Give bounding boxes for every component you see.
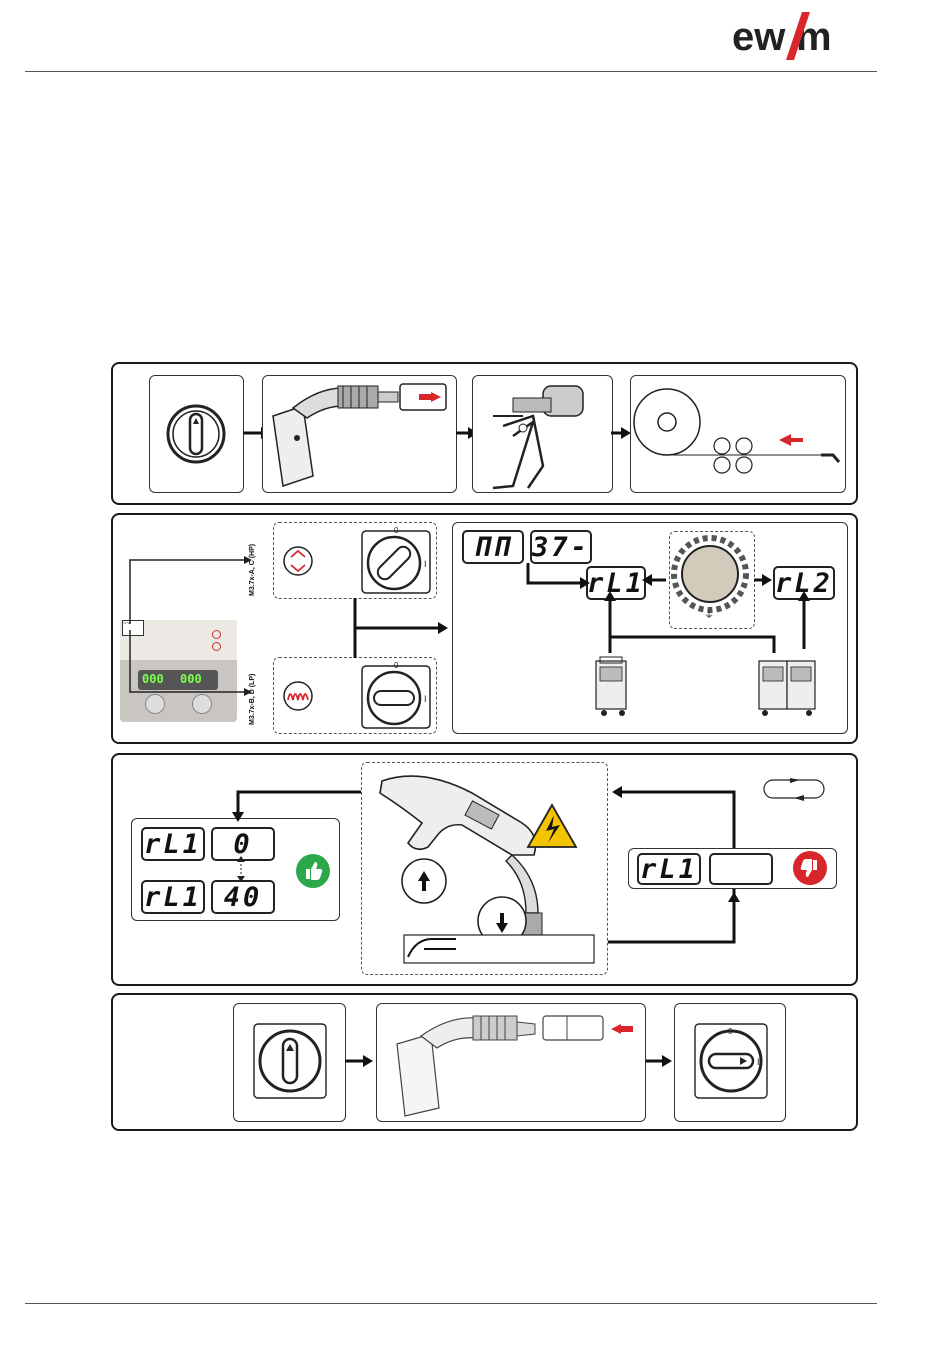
wire-cutter-icon xyxy=(473,376,612,492)
thumbs-down-icon xyxy=(792,850,828,886)
svg-text:I: I xyxy=(424,559,427,569)
merge-arrow-icon xyxy=(350,598,450,678)
svg-text:I: I xyxy=(424,694,427,704)
arrow-4-icon xyxy=(345,1055,375,1067)
svg-text:0: 0 xyxy=(394,526,399,535)
svg-text:I: I xyxy=(757,1057,760,1067)
mains-switch-on-box: 0 I xyxy=(674,1003,786,1122)
wire-spool-icon xyxy=(631,376,845,492)
repeat-loop-icon xyxy=(760,778,828,802)
torch-refit-icon xyxy=(377,1004,645,1121)
main-switch-icon xyxy=(150,376,243,492)
label-hp: M3.7x-A, C (HP) xyxy=(249,544,256,596)
arrow-5-icon xyxy=(646,1055,674,1067)
svg-text:ew: ew xyxy=(732,15,786,59)
wire-feeder-1-icon xyxy=(592,655,632,717)
main-switch-off-icon xyxy=(234,1004,345,1121)
torch-neck-icon xyxy=(263,376,456,492)
arrow-to-result-icon xyxy=(228,786,378,826)
wire-cut-box xyxy=(472,375,613,493)
torch-nozzle-remove-box xyxy=(262,375,457,493)
result-row2-param: rL1 xyxy=(141,880,205,914)
result-row1-param: rL1 xyxy=(141,827,205,861)
mains-switch-off-box-2 xyxy=(233,1003,346,1122)
main-switch-on-icon: 0 I xyxy=(675,1004,785,1121)
footer-rule xyxy=(25,1303,877,1304)
mains-switch-off-box xyxy=(149,375,244,493)
result-row2-value: 40 xyxy=(211,880,275,914)
thumbs-up-icon xyxy=(295,853,331,889)
hp-switch-box: 0 I xyxy=(273,522,437,599)
torch-measure-box xyxy=(361,762,608,975)
header-rule xyxy=(25,71,877,72)
fail-param: rL1 xyxy=(637,853,701,885)
wire-feeder-2-icon xyxy=(755,655,819,717)
torch-nozzle-refit-box xyxy=(376,1003,646,1122)
fail-value xyxy=(709,853,773,885)
wire-retract-box xyxy=(630,375,846,493)
ewm-logo: ew m xyxy=(728,8,860,62)
torch-icon xyxy=(362,763,607,974)
label-lp: M3.7x-B, D (LP) xyxy=(249,674,256,725)
hp-switch-icon: 0 I xyxy=(274,523,436,598)
range-arrow-icon xyxy=(235,856,247,882)
connector-lines xyxy=(120,552,260,732)
